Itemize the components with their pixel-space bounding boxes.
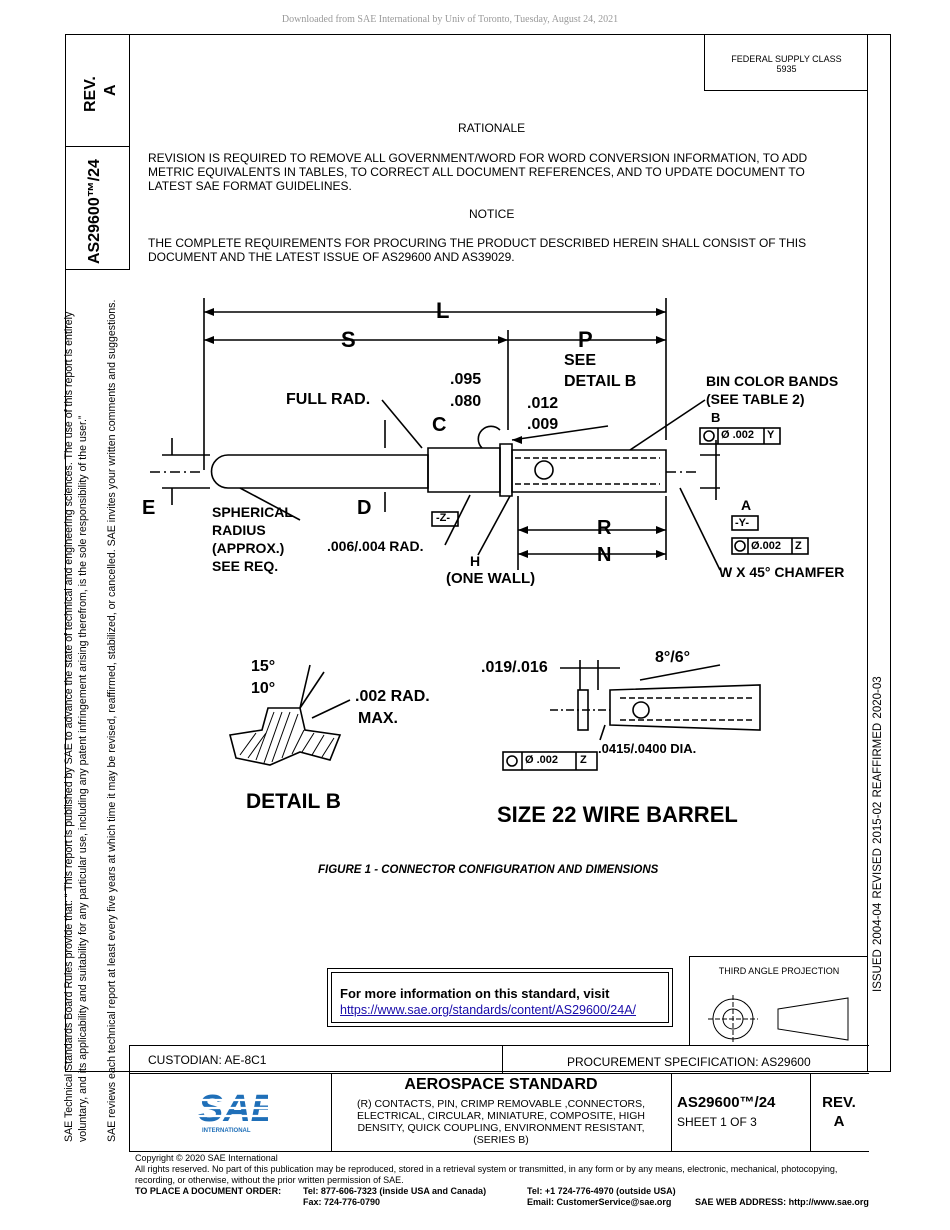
datum-Z-box: -Z-	[436, 512, 451, 524]
svg-text:INTERNATIONAL: INTERNATIONAL	[202, 1128, 251, 1134]
title-block-frame	[129, 1045, 868, 1151]
datum-Y-ref: Y	[767, 429, 775, 441]
standard-title: AEROSPACE STANDARD	[404, 1076, 598, 1093]
one-wall-label: (ONE WALL)	[446, 570, 536, 587]
dim-S-label: S	[341, 327, 356, 352]
rev-box-bottom	[65, 146, 130, 148]
procurement-spec: PROCUREMENT SPECIFICATION: AS29600	[567, 1055, 811, 1069]
download-banner: Downloaded from SAE International by Uni…	[281, 14, 619, 25]
page-frame	[65, 34, 891, 1072]
rad-002-label: .002 RAD.	[355, 688, 430, 705]
wire-barrel	[511, 449, 667, 493]
title-block-top	[129, 1045, 869, 1047]
pin-shaft	[210, 454, 429, 489]
dim-L-label: L	[436, 298, 450, 323]
dim-D-label: D	[357, 497, 372, 519]
angle-15: 15°	[251, 658, 276, 675]
email[interactable]: Email: CustomerService@sae.org	[527, 1197, 672, 1207]
notice-heading: NOTICE	[469, 207, 515, 221]
rationale-text: REVISION IS REQUIRED TO REMOVE ALL GOVER…	[148, 151, 808, 193]
dia-0415: .0415/.0400 DIA.	[598, 741, 697, 756]
standard-link[interactable]: https://www.sae.org/standards/content/AS…	[340, 1003, 637, 1017]
tolerance-3: Ø .002	[525, 754, 559, 766]
info-box-text: For more information on this standard, v…	[340, 986, 610, 1001]
figure-caption: FIGURE 1 - CONNECTOR CONFIGURATION AND D…	[318, 864, 659, 876]
rights-line-2: recording, or otherwise, without the pri…	[135, 1175, 404, 1185]
web-address[interactable]: SAE WEB ADDRESS: http://www.sae.org	[695, 1197, 869, 1207]
title-rev-label: REV.	[822, 1094, 856, 1111]
tolerance-1: Ø .002	[721, 429, 755, 441]
projection-box: THIRD ANGLE PROJECTION	[689, 956, 868, 1045]
dim-095: .095	[450, 371, 482, 388]
dim-080: .080	[450, 393, 482, 410]
sheet-number: SHEET 1 OF 3	[677, 1115, 757, 1129]
datum-Y-box: -Y-	[735, 517, 750, 529]
dim-A-label: A	[741, 497, 752, 513]
notice-text: THE COMPLETE REQUIREMENTS FOR PROCURING …	[148, 236, 807, 264]
dim-E-label: E	[142, 497, 156, 519]
datum-Z-ref-2: Z	[580, 754, 587, 766]
docnum-box-bottom	[65, 269, 130, 271]
full-rad-label: FULL RAD.	[286, 391, 371, 408]
collar	[427, 447, 501, 493]
dim-H-label: H	[470, 553, 481, 569]
angle-8-6: 8°/6°	[655, 649, 691, 666]
supply-class-label: FEDERAL SUPPLY CLASS	[731, 54, 842, 64]
left-column-divider	[129, 34, 131, 270]
order-label: TO PLACE A DOCUMENT ORDER:	[135, 1186, 282, 1196]
chamfer-label: W X 45° CHAMFER	[719, 564, 845, 580]
tolerance-2: Ø.002	[751, 540, 781, 552]
connector-drawing	[150, 298, 809, 771]
rights-line-1: All rights reserved. No part of this pub…	[135, 1164, 838, 1174]
dim-009: .009	[527, 416, 559, 433]
info-box: For more information on this standard, v…	[327, 968, 673, 1027]
angle-10: 10°	[251, 680, 276, 697]
title-doc-number: AS29600™/24	[677, 1094, 776, 1111]
dim-R-label: R	[597, 517, 612, 539]
dim-C-label: C	[432, 414, 447, 436]
supply-class-box: FEDERAL SUPPLY CLASS 5935	[704, 34, 868, 91]
fax: Fax: 724-776-0790	[303, 1197, 381, 1207]
rationale-heading: RATIONALE	[458, 121, 526, 135]
tel-usa: Tel: 877-606-7323 (inside USA and Canada…	[303, 1186, 487, 1196]
inspection-hole	[534, 460, 554, 480]
copyright: Copyright © 2020 SAE International	[135, 1153, 278, 1163]
tel-outside: Tel: +1 724-776-4970 (outside USA)	[527, 1186, 676, 1196]
datum-Z-ref: Z	[795, 540, 802, 552]
rad-006-label: .006/.004 RAD.	[327, 538, 424, 554]
wire-barrel-title: SIZE 22 WIRE BARREL	[497, 802, 738, 827]
supply-class-value: 5935	[776, 64, 797, 74]
detail-b-reference: DETAIL B	[564, 373, 637, 390]
dim-019: .019/.016	[481, 659, 548, 676]
detail-b-title: DETAIL B	[246, 790, 341, 813]
title-rev-value: A	[833, 1113, 845, 1130]
third-angle-symbol	[708, 995, 849, 1043]
projection-label: THIRD ANGLE PROJECTION	[718, 966, 840, 976]
see-label: SEE	[564, 352, 597, 369]
datum-B-label: B	[711, 410, 721, 425]
detail-b-profile	[229, 707, 342, 766]
standard-description: (R) CONTACTS, PIN, CRIMP REMOVABLE ,CONN…	[356, 1098, 645, 1146]
dim-P-label: P	[578, 327, 593, 352]
right-column-divider	[867, 34, 869, 1072]
dim-N-label: N	[597, 544, 612, 566]
barrel-body	[609, 684, 761, 731]
custodian: CUSTODIAN: AE-8C1	[148, 1053, 267, 1067]
max-label: MAX.	[358, 710, 398, 727]
sae-logo: SAE INTERNATIONAL	[198, 1088, 268, 1134]
spherical-radius-note: SPHERICAL RADIUS (APPROX.) SEE REQ.	[212, 504, 293, 574]
bin-bands-label: BIN COLOR BANDS (SEE TABLE 2)	[706, 373, 839, 407]
dim-012: .012	[527, 395, 559, 412]
